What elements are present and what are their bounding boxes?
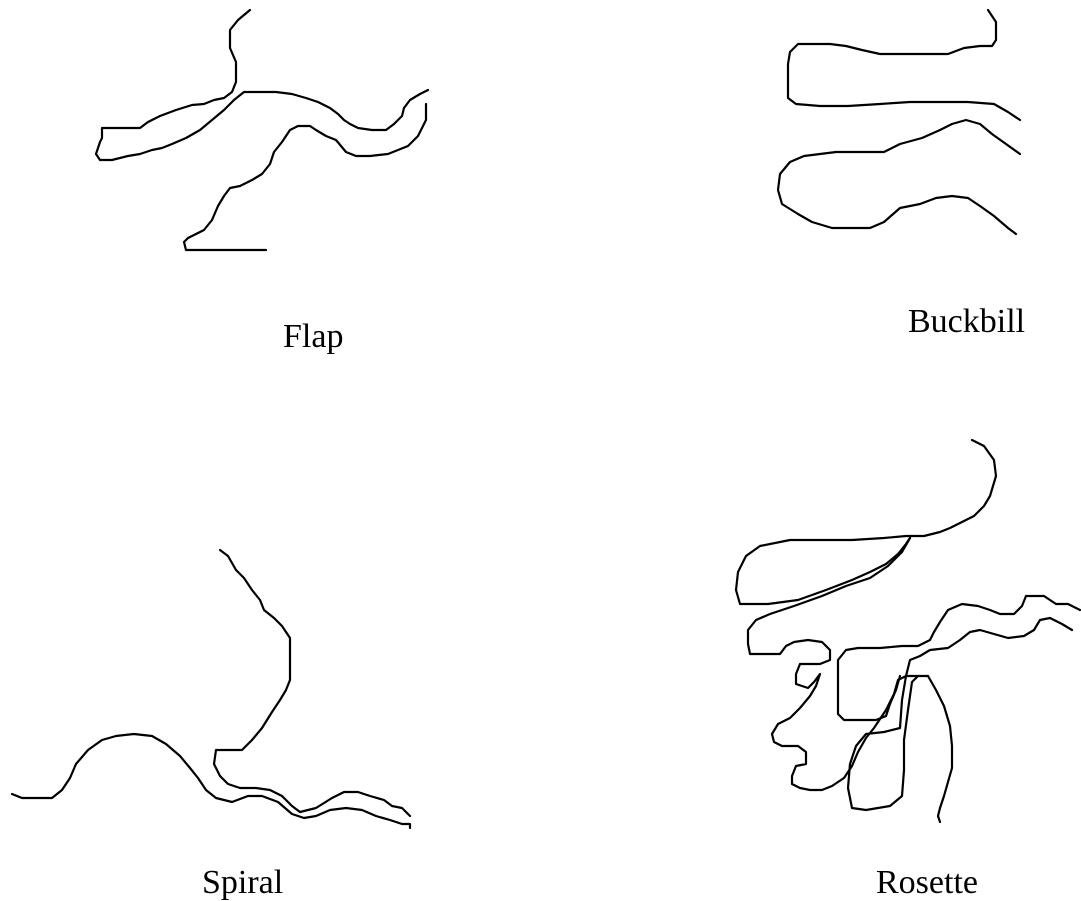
spiral-base-curve: [12, 734, 410, 828]
spiral-label: Spiral: [202, 866, 283, 900]
buckbill-upper-loop: [788, 10, 1020, 120]
flap-label: Flap: [283, 320, 343, 354]
buckbill-drawing: [778, 10, 1020, 234]
buckbill-lower-loop: [778, 120, 1020, 234]
rosette-label: Rosette: [876, 866, 978, 900]
buckbill-label: Buckbill: [908, 305, 1025, 339]
spiral-descending-arm: [214, 550, 410, 816]
spiral-drawing: [12, 550, 410, 828]
flap-drawing: [96, 10, 428, 250]
flap-upper-stem: [96, 10, 428, 160]
rosette-drawing: [736, 440, 1080, 822]
rosette-right-lobe: [928, 676, 952, 822]
rosette-right-arm: [838, 596, 1080, 720]
